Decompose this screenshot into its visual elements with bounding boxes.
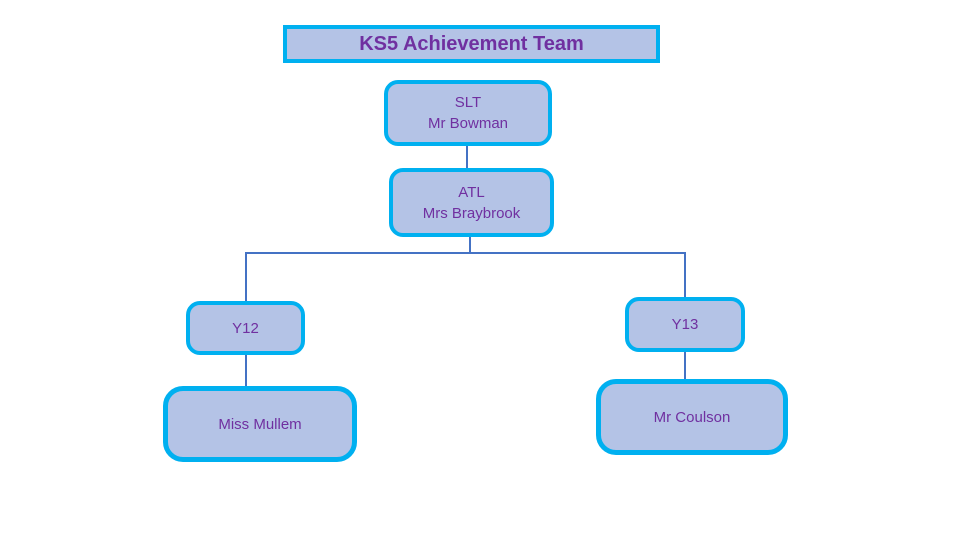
connector-slt-to-atl xyxy=(466,144,468,170)
slt-role-label: SLT xyxy=(454,94,482,111)
title-box: KS5 Achievement Team xyxy=(283,25,660,63)
diagram-title: KS5 Achievement Team xyxy=(359,32,584,55)
slt-name-label: Mr Bowman xyxy=(427,115,509,132)
org-node-y13-lead: Mr Coulson xyxy=(596,379,788,455)
org-node-y12: Y12 xyxy=(186,301,305,355)
y13-label: Y13 xyxy=(671,316,699,333)
y12-lead-label: Miss Mullem xyxy=(218,415,302,433)
y13-lead-label: Mr Coulson xyxy=(653,408,731,426)
connector-drop-to-y12 xyxy=(245,252,247,303)
org-node-y12-lead: Miss Mullem xyxy=(163,386,357,462)
atl-name-label: Mrs Braybrook xyxy=(422,204,521,222)
connector-atl-stub xyxy=(469,235,471,254)
org-node-slt: SLT Mr Bowman xyxy=(384,80,552,146)
connector-drop-to-y13 xyxy=(684,252,686,299)
org-node-y13: Y13 xyxy=(625,297,745,352)
atl-role-label: ATL xyxy=(458,183,485,201)
y12-label: Y12 xyxy=(232,319,259,337)
connector-branch-horizontal xyxy=(245,252,686,254)
connector-y12-to-mullem xyxy=(245,353,247,388)
connector-y13-to-coulson xyxy=(684,350,686,381)
org-node-atl: ATL Mrs Braybrook xyxy=(389,168,554,237)
